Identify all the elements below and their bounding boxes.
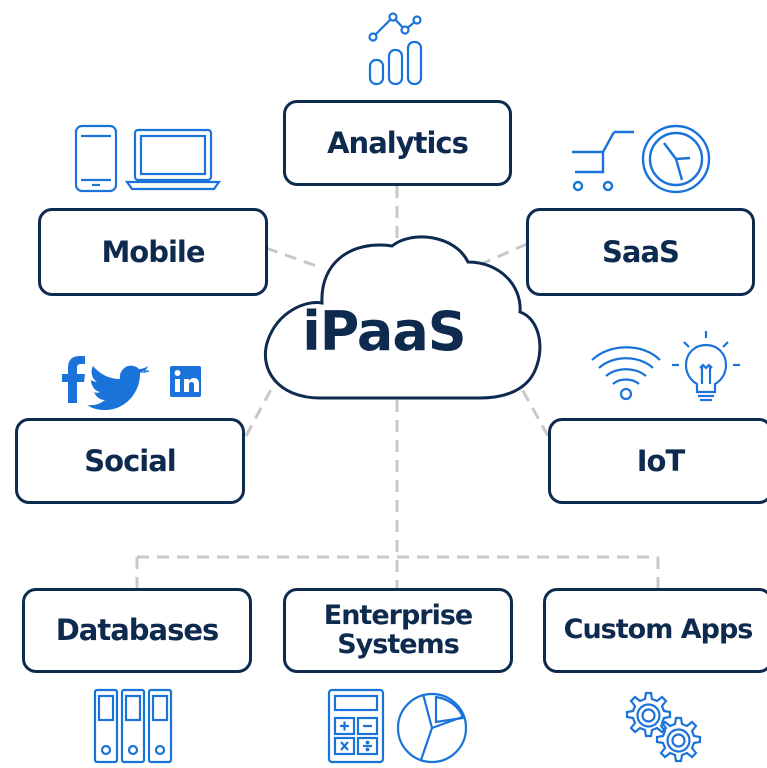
cart-icon <box>572 130 634 192</box>
saas-label: SaaS <box>602 234 680 269</box>
enterprise-label-line1: Enterprise <box>323 600 473 632</box>
analytics-label: Analytics <box>327 125 469 160</box>
databases-label: Databases <box>55 613 220 648</box>
enterprise-label-line2: Systems <box>337 628 460 660</box>
wifi-icon <box>591 346 661 401</box>
custom-apps-node: Custom Apps <box>543 588 767 673</box>
social-label: Social <box>84 443 176 478</box>
twitter-icon <box>87 365 150 410</box>
mobile-label: Mobile <box>101 234 205 269</box>
facebook-icon <box>62 356 85 403</box>
phone-icon <box>74 124 118 193</box>
linkedin-icon <box>170 366 201 397</box>
server-icon <box>93 688 173 764</box>
custom-apps-label: Custom Apps <box>563 614 754 646</box>
ipaas-label: iPaaS <box>302 300 466 363</box>
cloud-shape <box>263 235 542 400</box>
analytics-node: Analytics <box>283 100 512 186</box>
gears-icon <box>625 691 702 763</box>
saas-node: SaaS <box>526 208 755 296</box>
iot-node: IoT <box>548 418 767 504</box>
clock-icon <box>641 124 711 194</box>
enterprise-systems-node: Enterprise Systems <box>283 588 513 673</box>
social-node: Social <box>15 418 245 504</box>
mobile-node: Mobile <box>38 208 268 296</box>
iot-label: IoT <box>636 443 685 478</box>
chart-icon <box>368 12 423 86</box>
laptop-icon <box>124 128 222 191</box>
connector-iot <box>516 381 550 437</box>
pie-chart-icon <box>396 692 468 764</box>
calculator-icon <box>327 688 385 764</box>
connector-social <box>244 381 277 437</box>
lightbulb-icon <box>672 331 740 402</box>
databases-node: Databases <box>22 588 252 673</box>
connector-mobile <box>265 246 323 270</box>
